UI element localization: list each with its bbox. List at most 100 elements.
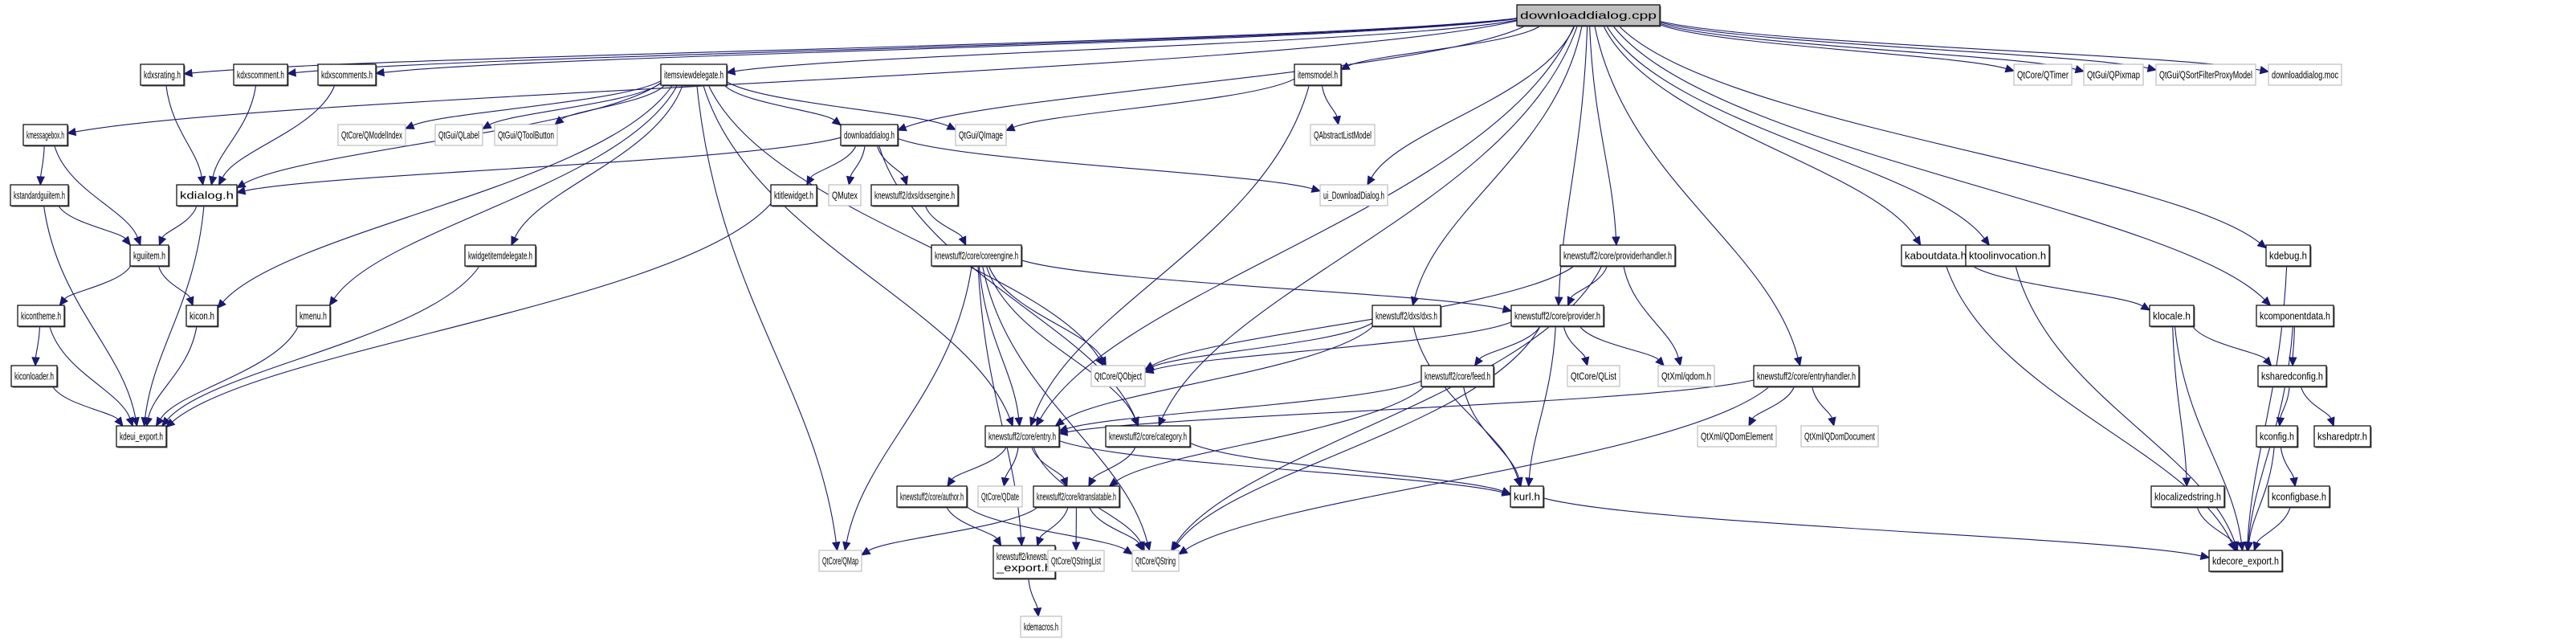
- arrowhead-qmap: [842, 541, 851, 552]
- node-kdialog[interactable]: kdialog.h: [176, 184, 238, 207]
- node-itemsviewdelegate[interactable]: itemsviewdelegate.h: [660, 63, 728, 87]
- arrowhead-kguiitem: [158, 235, 167, 247]
- edge-provider-to-qdom: [1579, 325, 1659, 361]
- node-coreengine[interactable]: knewstuff2/core/coreengine.h: [931, 244, 1023, 268]
- node-qlabel: QtGui/QLabel: [434, 124, 483, 146]
- node-downloaddialogh[interactable]: downloaddialog.h: [840, 124, 899, 147]
- node-qsortfilter: QtGui/QSortFilterProxyModel: [2155, 63, 2256, 86]
- node-dxsengine[interactable]: knewstuff2/dxs/dxsengine.h: [870, 184, 960, 207]
- edge-klocale-to-kdecore_export: [2174, 325, 2242, 543]
- edge-coreengine-to-provider: [1021, 260, 1504, 310]
- arrowhead-qtimer: [2004, 64, 2016, 73]
- edge-root-to-qsortfilter: [1659, 22, 2149, 69]
- node-kdecore_export[interactable]: kdecore_export.h: [2208, 550, 2284, 573]
- node-entryhandler[interactable]: knewstuff2/core/entryhandler.h: [1753, 365, 1861, 388]
- edge-providerhandler-to-provider: [1570, 265, 1608, 299]
- node-root[interactable]: downloaddialog.cpp: [1516, 4, 1661, 27]
- edge-kstandardguiitem-to-kdeui_export: [43, 205, 137, 419]
- node-box: [1033, 485, 1120, 508]
- arrowhead-qlist: [1581, 356, 1590, 367]
- node-qtimer: QtCore/QTimer: [2013, 63, 2073, 86]
- node-kstandardguiitem[interactable]: kstandardguiitem.h: [10, 184, 70, 207]
- arrowhead-ktoolinvocation: [1980, 235, 1991, 246]
- node-kconfigbase[interactable]: kconfigbase.h: [2268, 485, 2331, 509]
- node-ktoolinvocation[interactable]: ktoolinvocation.h: [1965, 244, 2051, 268]
- node-label: klocale.h: [2153, 310, 2191, 322]
- edge-coreengine-to-qstring: [982, 265, 1148, 543]
- node-provider[interactable]: knewstuff2/core/provider.h: [1510, 305, 1605, 328]
- node-kdxscomments[interactable]: kdxscomments.h: [317, 63, 377, 87]
- node-box: [2150, 485, 2225, 508]
- node-feed[interactable]: knewstuff2/core/feed.h: [1420, 365, 1495, 388]
- node-box: [233, 63, 288, 86]
- arrowhead-kdemacros: [1033, 607, 1042, 618]
- node-label: knewstuff2/core/provider.h: [1514, 310, 1600, 322]
- node-ktranslatable[interactable]: knewstuff2/core/ktranslatable.h: [1033, 485, 1121, 509]
- arrowhead-moc: [2259, 66, 2270, 75]
- edge-provider-to-qobject: [1152, 321, 1512, 370]
- arrowhead-kdialog: [218, 175, 227, 186]
- node-box: [1510, 485, 1544, 508]
- edge-ktranslatable-to-qmap: [868, 506, 1039, 551]
- node-entry[interactable]: knewstuff2/core/entry.h: [984, 425, 1061, 448]
- arrowhead-qmap: [831, 541, 841, 552]
- node-itemsmodel[interactable]: itemsmodel.h: [1294, 63, 1343, 87]
- edge-ktitlewidget-to-kdeui_export: [172, 203, 772, 423]
- node-providerhandler[interactable]: knewstuff2/core/providerhandler.h: [1559, 244, 1677, 268]
- node-label: kdemacros.h: [1024, 621, 1058, 633]
- edge-kguiitem-to-kicontheme: [64, 265, 132, 300]
- node-category[interactable]: knewstuff2/core/category.h: [1105, 425, 1192, 448]
- edge-ktranslatable-to-knewstuff_export: [1039, 506, 1069, 538]
- node-klocalizedstring[interactable]: klocalizedstring.h: [2150, 485, 2226, 509]
- node-moc: downloaddialog.moc: [2268, 63, 2342, 86]
- node-kicon[interactable]: kicon.h: [185, 305, 219, 328]
- node-kdebug[interactable]: kdebug.h: [2265, 244, 2312, 268]
- node-kguiitem[interactable]: kguiitem.h: [129, 244, 170, 268]
- node-kmessagebox[interactable]: kmessagebox.h: [22, 124, 69, 147]
- edge-itemsviewdelegate-to-qimage: [726, 81, 949, 127]
- node-kiconloader[interactable]: kiconloader.h: [10, 365, 59, 388]
- node-kcomponentdata[interactable]: kcomponentdata.h: [2256, 305, 2335, 328]
- edge-root-to-providerhandler: [1589, 25, 1616, 238]
- node-qmap: QtCore/QMap: [818, 550, 862, 572]
- node-klocale[interactable]: klocale.h: [2149, 305, 2195, 328]
- node-kaboutdata[interactable]: kaboutdata.h: [1901, 244, 1971, 268]
- node-box: [22, 124, 68, 146]
- node-qimage: QtGui/QImage: [955, 124, 1007, 146]
- node-label: kmessagebox.h: [26, 129, 64, 141]
- node-label: knewstuff2/core/entry.h: [988, 431, 1056, 443]
- node-author[interactable]: knewstuff2/core/author.h: [896, 485, 968, 509]
- edge-kwidgetitemdelegate-to-kdeui_export: [166, 265, 480, 420]
- arrowhead-qtoolbutton: [554, 116, 565, 125]
- node-ktitlewidget[interactable]: ktitlewidget.h: [770, 184, 818, 207]
- arrowhead-kcomponentdata: [2261, 296, 2272, 306]
- node-kconfig[interactable]: kconfig.h: [2256, 425, 2299, 448]
- node-label: kdxscomments.h: [321, 69, 373, 81]
- edge-root-to-entry: [1040, 25, 1575, 419]
- arrowhead-ksharedconfig: [2262, 356, 2272, 366]
- node-kicontheme[interactable]: kicontheme.h: [17, 305, 66, 328]
- node-ksharedptr[interactable]: ksharedptr.h: [2313, 425, 2372, 448]
- arrowhead-qabstractlistmodel: [1332, 115, 1341, 126]
- node-kmenu[interactable]: kmenu.h: [296, 305, 332, 328]
- edge-providerhandler-to-qobject: [1151, 265, 1575, 366]
- node-dxs[interactable]: knewstuff2/dxs/dxs.h: [1372, 305, 1442, 328]
- node-kwidgetitemdelegate[interactable]: kwidgetitemdelegate.h: [464, 244, 537, 268]
- node-kdxscomment[interactable]: kdxscomment.h: [233, 63, 289, 87]
- node-box: [296, 305, 331, 327]
- node-uidownloaddialog: ui_DownloadDialog.h: [1319, 184, 1388, 207]
- node-label: kconfigbase.h: [2272, 491, 2326, 503]
- node-box: [931, 244, 1022, 267]
- node-kdeui_export[interactable]: kdeui_export.h: [116, 425, 168, 448]
- node-kurl[interactable]: kurl.h: [1510, 485, 1545, 509]
- node-qpixmap: QtGui/QPixmap: [2083, 63, 2144, 86]
- node-knewstuff_export[interactable]: knewstuff2/knewstuff_export.h: [992, 545, 1057, 580]
- edge-kmessagebox-to-kguiitem: [54, 145, 138, 238]
- node-box: [2313, 425, 2371, 448]
- node-ksharedconfig[interactable]: ksharedconfig.h: [2257, 365, 2328, 388]
- node-kdxsrating[interactable]: kdxsrating.h: [140, 63, 185, 87]
- node-label: QtCore/QList: [1571, 370, 1616, 382]
- node-label: kconfig.h: [2260, 431, 2294, 443]
- edge-knewstuff_export-to-kdemacros: [1028, 578, 1038, 609]
